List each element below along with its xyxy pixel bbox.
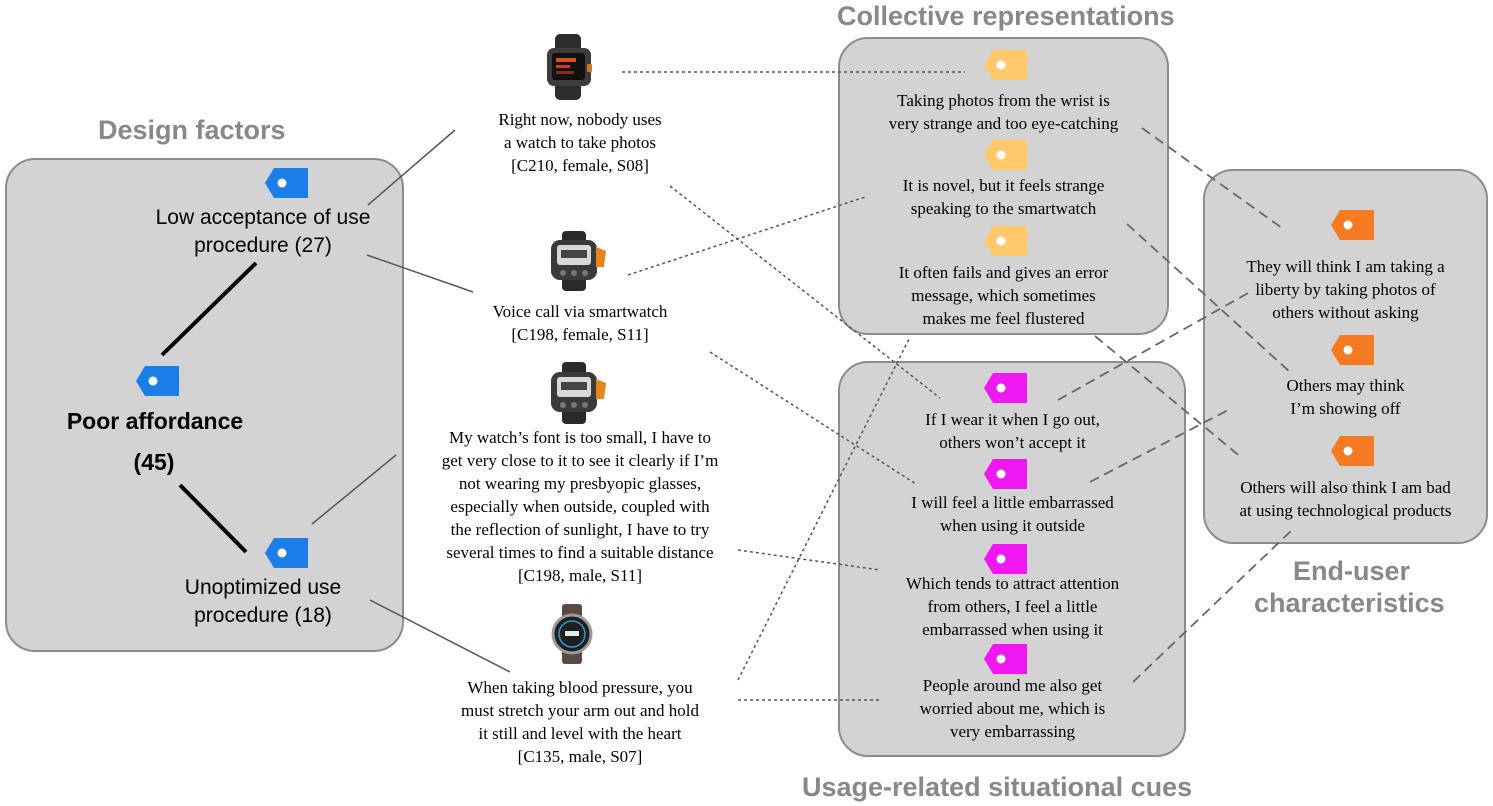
smartwatch-voice-icon <box>551 231 606 291</box>
dotted-connectors <box>622 71 965 701</box>
tag-icon <box>984 140 1027 170</box>
situational-attract-attention: Which tends to attract attention from ot… <box>905 574 1120 639</box>
poor-affordance-label: Poor affordance <box>66 408 244 434</box>
tag-icon <box>984 50 1027 80</box>
factor-low-acceptance: Low acceptance of use procedure (27) <box>155 206 371 257</box>
smartwatch-screen-icon <box>551 362 606 424</box>
situational-worried: People around me also get worried about … <box>919 676 1106 741</box>
poor-affordance-count: (45) <box>133 449 175 475</box>
collective-representations-panel <box>838 37 1169 335</box>
design-factors-panel <box>5 158 404 652</box>
tag-icon <box>984 373 1027 403</box>
tag-icon <box>984 459 1027 489</box>
tag-icon <box>265 168 308 198</box>
situational-embarrassed-outside: I will feel a little embarrassed when us… <box>911 493 1114 535</box>
quote-voice-call: Voice call via smartwatch [C198, female,… <box>492 302 668 344</box>
tag-icon <box>984 544 1027 574</box>
smartwatch-camera-icon <box>547 34 592 100</box>
situational-not-accept: If I wear it when I go out, others won’t… <box>925 410 1100 452</box>
tag-icon <box>984 226 1027 256</box>
heading-design-factors: Design factors <box>98 115 286 145</box>
quote-blood-pressure: When taking blood pressure, you must str… <box>461 678 699 766</box>
enduser-showing-off: Others may think I’m showing off <box>1286 376 1405 418</box>
heading-situational-cues: Usage-related situational cues <box>802 772 1193 802</box>
tag-icon <box>1331 210 1374 240</box>
dashed-connectors <box>1057 127 1293 683</box>
collective-photos-strange: Taking photos from the wrist is very str… <box>888 91 1119 133</box>
tag-icon <box>984 644 1027 674</box>
heading-collective-representations: Collective representations <box>837 1 1175 31</box>
factor-unoptimized: Unoptimized use procedure (18) <box>184 576 342 627</box>
tag-icon <box>1331 335 1374 365</box>
affordance-connectors <box>160 261 258 554</box>
tag-icon <box>136 366 179 396</box>
quote-font-small: My watch’s font is too small, I have to … <box>441 428 719 585</box>
heading-end-user-line1: End-user <box>1293 556 1411 586</box>
enduser-bad-at-tech: Others will also think I am bad at using… <box>1239 478 1452 520</box>
tag-icon <box>265 538 308 568</box>
solid-connectors <box>311 129 511 673</box>
heading-end-user-line2: characteristics <box>1254 588 1445 618</box>
enduser-taking-liberty: They will think I am taking a liberty by… <box>1246 257 1445 322</box>
collective-error-message: It often fails and gives an error messag… <box>898 263 1109 328</box>
quote-photos: Right now, nobody uses a watch to take p… <box>498 110 662 175</box>
collective-novel-strange: It is novel, but it feels strange speaki… <box>902 176 1105 218</box>
smartwatch-round-icon <box>551 604 593 664</box>
tag-icon <box>1331 436 1374 466</box>
